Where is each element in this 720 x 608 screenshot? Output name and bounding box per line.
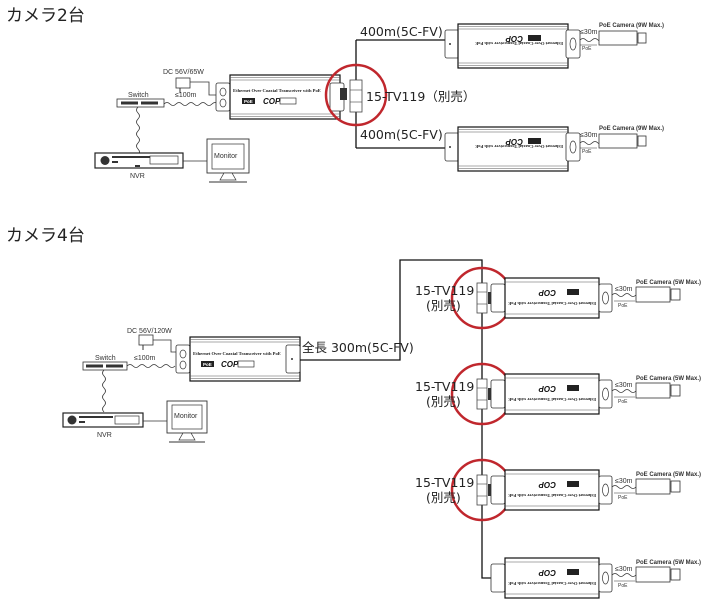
switch-icon bbox=[116, 98, 165, 108]
camera-icon bbox=[598, 133, 647, 149]
svg-text:PoE: PoE bbox=[582, 46, 592, 52]
splitter-model: 15-TV119 bbox=[415, 283, 474, 298]
splitter-label: 15-TV119（別売） bbox=[366, 89, 475, 104]
splitter-icon bbox=[476, 282, 488, 314]
svg-text:COP: COP bbox=[505, 34, 523, 43]
switch-nvr-cable bbox=[102, 369, 106, 413]
splitter-note: (別売) bbox=[426, 394, 461, 409]
svg-text:PoE Camera (5W Max.): PoE Camera (5W Max.) bbox=[636, 280, 701, 286]
svg-text:≤30m: ≤30m bbox=[615, 286, 633, 293]
splitter-icon bbox=[476, 378, 488, 410]
section1-title: カメラ2台 bbox=[6, 6, 85, 26]
svg-text:PoE: PoE bbox=[618, 583, 628, 589]
svg-text:Ethernet Over Coaxial Transcei: Ethernet Over Coaxial Transceiver with P… bbox=[193, 351, 281, 356]
branch-3: 15-TV119(別売) Ethernet Over Coaxial Transc… bbox=[415, 458, 701, 522]
svg-text:PoE Camera (5W Max.): PoE Camera (5W Max.) bbox=[636, 560, 701, 566]
svg-text:≤30m: ≤30m bbox=[615, 566, 633, 573]
splitter-note: (別売) bbox=[426, 490, 461, 505]
branch-4: Ethernet Over Coaxial Transceiver with P… bbox=[490, 557, 701, 599]
svg-text:400m(5C-FV): 400m(5C-FV) bbox=[360, 127, 443, 142]
svg-text:COP: COP bbox=[263, 97, 281, 106]
svg-text:COP: COP bbox=[221, 360, 239, 369]
svg-text:Ethernet Over Coaxial Transcei: Ethernet Over Coaxial Transceiver with P… bbox=[508, 493, 596, 498]
nvr-icon bbox=[94, 152, 184, 169]
main-transceiver: Ethernet Over Coaxial Transceiver with P… bbox=[175, 336, 301, 382]
switch-label: Switch bbox=[95, 355, 116, 362]
nvr-label: NVR bbox=[130, 173, 145, 180]
switch-icon bbox=[82, 361, 128, 371]
nvr-icon bbox=[62, 412, 144, 428]
camera-icon bbox=[635, 566, 681, 583]
svg-text:COP: COP bbox=[538, 288, 556, 297]
svg-text:≤30m: ≤30m bbox=[580, 29, 598, 36]
svg-text:PoE: PoE bbox=[244, 99, 253, 104]
splitter-icon bbox=[349, 79, 363, 113]
splitter-icon bbox=[476, 474, 488, 506]
svg-text:PoE: PoE bbox=[618, 495, 628, 501]
highlight-circle bbox=[324, 63, 388, 127]
svg-text:Ethernet Over Coaxial Transcei: Ethernet Over Coaxial Transceiver with P… bbox=[508, 397, 596, 402]
nvr-label: NVR bbox=[97, 432, 112, 439]
monitor-label: Monitor bbox=[214, 153, 238, 160]
svg-text:PoE: PoE bbox=[582, 149, 592, 155]
main-transceiver: Ethernet Over Coaxial Transceiver with P… bbox=[215, 74, 347, 120]
svg-text:PoE: PoE bbox=[618, 303, 628, 309]
lan-distance-label: ≤100m bbox=[134, 355, 156, 362]
svg-text:PoE Camera (5W Max.): PoE Camera (5W Max.) bbox=[636, 376, 701, 382]
svg-text:Ethernet Over Coaxial Transcei: Ethernet Over Coaxial Transceiver with P… bbox=[475, 144, 563, 149]
svg-text:Ethernet Over Coaxial Transcei: Ethernet Over Coaxial Transceiver with P… bbox=[475, 41, 563, 46]
svg-text:Ethernet Over Coaxial Transcei: Ethernet Over Coaxial Transceiver with P… bbox=[508, 301, 596, 306]
svg-text:Ethernet Over Coaxial Transcei: Ethernet Over Coaxial Transceiver with P… bbox=[508, 581, 596, 586]
lan-cable bbox=[163, 102, 225, 106]
splitter-model: 15-TV119 bbox=[415, 379, 474, 394]
monitor-icon bbox=[206, 138, 250, 183]
switch-nvr-cable bbox=[136, 106, 140, 156]
trunk-label: 全長 300m(5C-FV) bbox=[302, 340, 414, 355]
svg-text:400m(5C-FV): 400m(5C-FV) bbox=[360, 24, 443, 39]
section2-title: カメラ4台 bbox=[6, 226, 85, 246]
svg-text:COP: COP bbox=[538, 384, 556, 393]
branch-2: 400m(5C-FV) Ethernet Over Coaxial Transc… bbox=[360, 126, 664, 172]
branch-1: 15-TV119(別売) Ethernet Over Coaxial Transc… bbox=[415, 266, 701, 330]
camera-icon bbox=[598, 30, 647, 46]
svg-text:≤30m: ≤30m bbox=[615, 478, 633, 485]
splitter-model: 15-TV119 bbox=[415, 475, 474, 490]
trunk-cable bbox=[300, 259, 492, 579]
switch-label: Switch bbox=[128, 92, 149, 99]
power-adapter-icon bbox=[138, 334, 180, 353]
branch-2: 15-TV119(別売) Ethernet Over Coaxial Transc… bbox=[415, 362, 701, 426]
svg-text:PoE: PoE bbox=[203, 362, 212, 367]
lan-cable bbox=[126, 364, 176, 368]
svg-text:≤30m: ≤30m bbox=[580, 132, 598, 139]
svg-text:PoE Camera (5W Max.): PoE Camera (5W Max.) bbox=[636, 472, 701, 478]
svg-text:PoE Camera (9W Max.): PoE Camera (9W Max.) bbox=[599, 23, 664, 29]
svg-text:COP: COP bbox=[538, 480, 556, 489]
svg-text:Ethernet Over Coaxial Transcei: Ethernet Over Coaxial Transceiver with P… bbox=[233, 88, 321, 93]
svg-text:PoE Camera (9W Max.): PoE Camera (9W Max.) bbox=[599, 126, 664, 132]
splitter-note: (別売) bbox=[426, 298, 461, 313]
monitor-label: Monitor bbox=[174, 413, 198, 420]
svg-text:≤30m: ≤30m bbox=[615, 382, 633, 389]
power-label: DC 56V/120W bbox=[127, 328, 172, 335]
monitor-icon bbox=[166, 400, 208, 443]
camera-icon bbox=[635, 478, 681, 495]
camera-icon bbox=[635, 286, 681, 303]
svg-text:COP: COP bbox=[538, 568, 556, 577]
svg-text:PoE: PoE bbox=[618, 399, 628, 405]
camera-icon bbox=[635, 382, 681, 399]
power-adapter-icon bbox=[175, 77, 222, 96]
lan-distance-label: ≤100m bbox=[175, 92, 197, 99]
branch-1: 400m(5C-FV) Ethernet Over Coaxial Transc… bbox=[360, 23, 664, 69]
power-label: DC 56V/65W bbox=[163, 69, 204, 76]
svg-text:COP: COP bbox=[505, 137, 523, 146]
